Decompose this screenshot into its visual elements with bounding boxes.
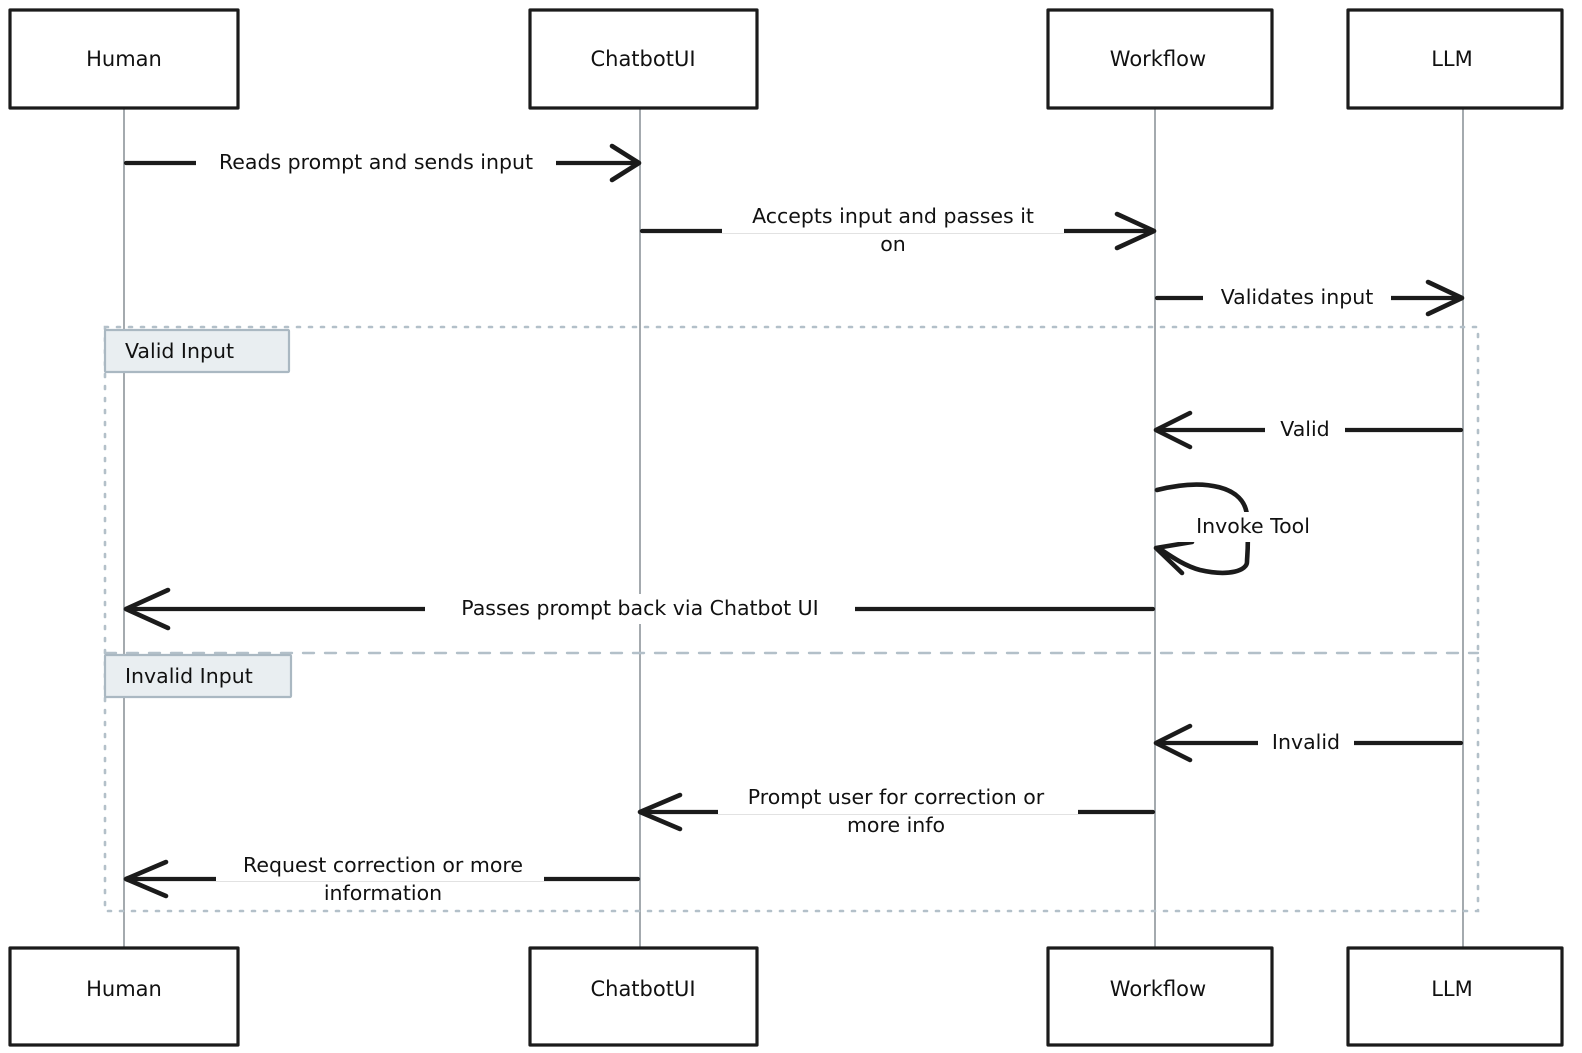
message-arrowhead-m5 xyxy=(1153,539,1195,576)
actor-label-workflow-bottom: Workflow xyxy=(1110,977,1206,1001)
message-label-m8-line2: more info xyxy=(847,813,945,837)
message-label-m5: Invoke Tool xyxy=(1196,514,1310,538)
message-label-m1: Reads prompt and sends input xyxy=(219,150,533,174)
alt-tag-invalid-label: Invalid Input xyxy=(125,664,253,688)
message-invoke-tool[interactable]: Invoke Tool xyxy=(1153,482,1328,576)
actor-box-llm-top[interactable] xyxy=(1346,8,1564,110)
actor-chatbotui-top[interactable]: ChatbotUI xyxy=(528,8,759,110)
message-arrowhead-m7 xyxy=(1153,723,1193,763)
message-label-bg-m8 xyxy=(718,784,1078,814)
message-label-bg-m9 xyxy=(216,851,544,881)
message-label-m7: Invalid xyxy=(1272,730,1340,754)
actor-human-top[interactable]: Human xyxy=(8,8,240,110)
actor-box-workflow-top[interactable] xyxy=(1046,8,1274,110)
message-label-bg-m4 xyxy=(1265,415,1345,445)
actor-label-llm-bottom: LLM xyxy=(1431,977,1473,1001)
message-validates-input[interactable]: Validates input xyxy=(1154,279,1465,317)
actor-box-chatbotui-bottom[interactable] xyxy=(528,946,759,1047)
actor-workflow-top[interactable]: Workflow xyxy=(1046,8,1274,110)
message-label-bg-m3 xyxy=(1203,283,1391,313)
message-label-m6: Passes prompt back via Chatbot UI xyxy=(461,596,818,620)
actor-box-llm-bottom[interactable] xyxy=(1346,946,1564,1047)
actor-label-workflow-top: Workflow xyxy=(1110,47,1206,71)
actor-llm-bottom[interactable]: LLM xyxy=(1346,946,1564,1047)
message-arrowhead-m2 xyxy=(1114,211,1157,251)
message-passes-prompt-back-via-chatbot-ui[interactable]: Passes prompt back via Chatbot UI xyxy=(123,587,1156,631)
alt-fragment-border xyxy=(103,325,1480,913)
actor-box-chatbotui-top[interactable] xyxy=(528,8,759,110)
message-arrowhead-m3 xyxy=(1425,279,1465,317)
actor-chatbotui-bottom[interactable]: ChatbotUI xyxy=(528,946,759,1047)
message-invalid[interactable]: Invalid xyxy=(1153,723,1464,763)
message-prompt-user-for-correction-or-more-info[interactable]: Prompt user for correction or more info xyxy=(637,784,1156,837)
actor-boxes-top: Human ChatbotUI Workflow LLM xyxy=(8,8,1564,110)
alt-tag-invalid-box xyxy=(103,653,293,699)
actor-llm-top[interactable]: LLM xyxy=(1346,8,1564,110)
message-label-m4: Valid xyxy=(1280,417,1329,441)
alt-tag-valid-box xyxy=(103,328,291,374)
actor-human-bottom[interactable]: Human xyxy=(8,946,240,1047)
message-label-bg-m5 xyxy=(1178,512,1328,542)
actor-label-chatbotui-top: ChatbotUI xyxy=(590,47,695,71)
message-label-m3: Validates input xyxy=(1221,285,1374,309)
actor-label-human-bottom: Human xyxy=(86,977,162,1001)
actor-label-chatbotui-bottom: ChatbotUI xyxy=(590,977,695,1001)
lifelines xyxy=(123,108,1464,948)
message-label-m9-line1: Request correction or more xyxy=(243,853,523,877)
message-label-m2-line2: on xyxy=(880,232,906,256)
message-label-m8-line1: Prompt user for correction or xyxy=(748,785,1045,809)
actor-box-workflow-bottom[interactable] xyxy=(1046,946,1274,1047)
message-label-bg-m2 xyxy=(722,203,1064,233)
actor-box-human-bottom[interactable] xyxy=(8,946,240,1047)
message-valid[interactable]: Valid xyxy=(1153,410,1464,450)
message-selfloop-m5 xyxy=(1154,482,1251,576)
alt-fragment: Valid Input Invalid Input xyxy=(103,325,1480,913)
message-label-m2-line1: Accepts input and passes it xyxy=(752,204,1034,228)
message-accepts-input-and-passes-it-on[interactable]: Accepts input and passes it on xyxy=(639,203,1157,256)
actor-boxes-bottom: Human ChatbotUI Workflow LLM xyxy=(8,946,1564,1047)
message-reads-prompt-and-sends-input[interactable]: Reads prompt and sends input xyxy=(123,143,642,183)
alt-tag-valid-label: Valid Input xyxy=(125,339,234,363)
message-label-bg-m7 xyxy=(1258,728,1354,758)
message-label-bg-m6 xyxy=(425,594,855,624)
actor-workflow-bottom[interactable]: Workflow xyxy=(1046,946,1274,1047)
message-label-m9-line2: information xyxy=(324,881,442,905)
message-arrowhead-m8 xyxy=(637,792,683,832)
actor-box-human-top[interactable] xyxy=(8,8,240,110)
message-arrowhead-m4 xyxy=(1153,410,1193,450)
message-label-bg-m1 xyxy=(196,148,556,178)
actor-label-llm-top: LLM xyxy=(1431,47,1473,71)
message-arrowhead-m1 xyxy=(609,143,642,183)
message-arrowhead-m6 xyxy=(123,587,171,631)
message-arrowhead-m9 xyxy=(123,859,169,899)
actor-label-human-top: Human xyxy=(86,47,162,71)
message-request-correction-or-more-information[interactable]: Request correction or more information xyxy=(123,851,641,905)
